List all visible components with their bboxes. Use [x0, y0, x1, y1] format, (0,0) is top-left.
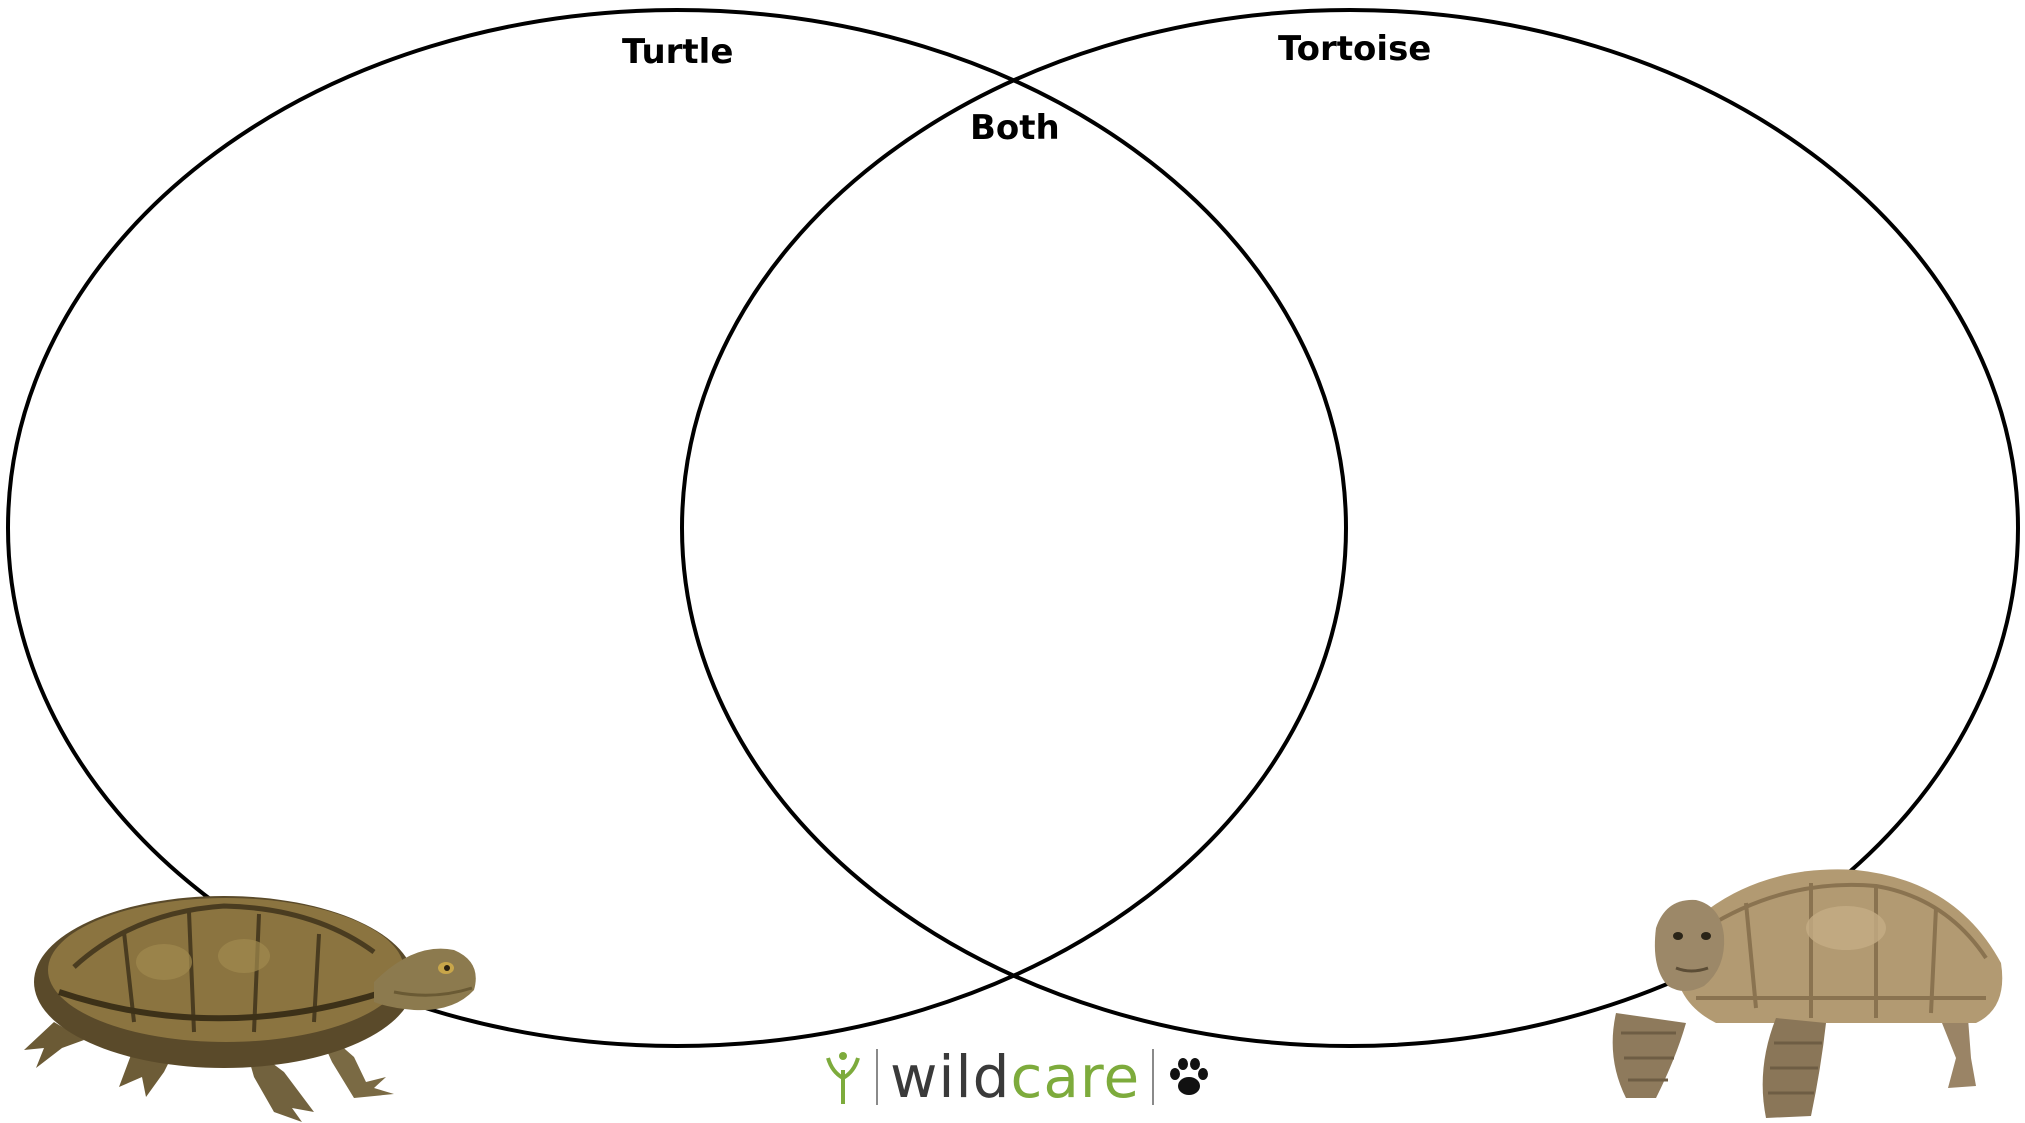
- tortoise-image: [1596, 858, 2021, 1122]
- logo-divider: [876, 1049, 878, 1105]
- logo-text-care: care: [1010, 1048, 1140, 1106]
- both-label: Both: [970, 108, 1060, 148]
- sprout-icon: [822, 1048, 864, 1106]
- turtle-label: Turtle: [622, 32, 733, 72]
- tortoise-label: Tortoise: [1278, 29, 1431, 69]
- turtle-image: [14, 872, 484, 1122]
- logo-divider: [1152, 1049, 1154, 1105]
- logo-text-wild: wild: [890, 1048, 1010, 1106]
- paw-icon: [1166, 1054, 1212, 1100]
